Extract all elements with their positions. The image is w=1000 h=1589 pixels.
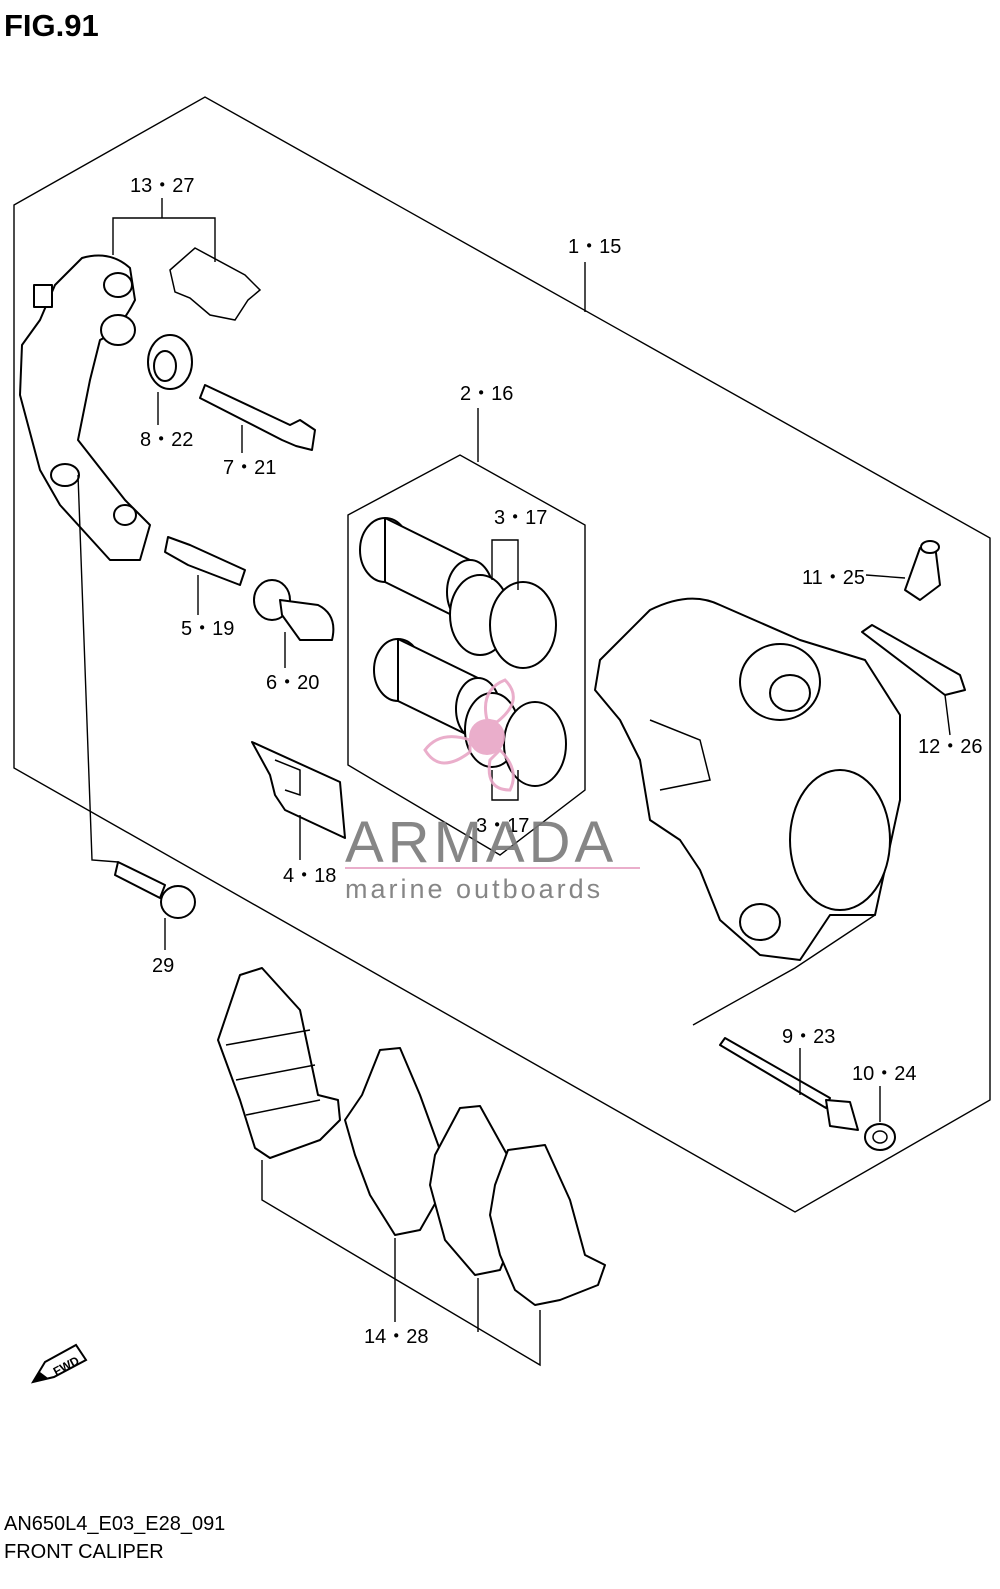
boot-a-part: [253, 579, 335, 641]
callout-boot-b: 8・22: [140, 429, 193, 451]
boot-b-part: [147, 334, 193, 390]
watermark-brand: ARMADA: [345, 810, 617, 875]
upper-piston-part: [359, 517, 557, 669]
leader-lines: [77, 198, 951, 1367]
pad-pin-part: [719, 1037, 859, 1131]
callout-plug: 10・24: [852, 1063, 917, 1085]
callout-cap: 12・26: [918, 736, 983, 758]
piston-set-outline: [347, 454, 586, 856]
propeller-icon: [423, 678, 515, 792]
callout-seal-upper: 3・17: [494, 507, 547, 529]
bleeder-valve-part: [904, 540, 941, 601]
footer-caption: FRONT CALIPER: [4, 1541, 164, 1563]
callout-boot-a: 6・20: [266, 672, 319, 694]
callout-bracket: 13・27: [130, 175, 195, 197]
brake-pads-part: [217, 967, 606, 1306]
callout-piston-set: 2・16: [460, 383, 513, 405]
caliper-body: [594, 597, 901, 961]
callout-pads: 14・28: [364, 1326, 429, 1348]
bracket-bolt-part: [114, 861, 196, 919]
callout-bleeder: 11・25: [802, 567, 865, 589]
callout-pad-pin: 9・23: [782, 1026, 835, 1048]
watermark: ARMADA marine outboards: [345, 678, 640, 904]
pin-a-part: [164, 536, 246, 586]
watermark-tagline: marine outboards: [345, 874, 603, 904]
callout-spring: 4・18: [283, 865, 336, 887]
pad-spring-part: [251, 741, 346, 839]
callout-pin-a: 5・19: [181, 618, 234, 640]
pin-b-part: [199, 384, 316, 451]
caliper-bracket: [19, 254, 151, 561]
callout-pin-b: 7・21: [223, 457, 276, 479]
assembly-outline: [13, 96, 991, 1213]
retainer-clip: [169, 247, 262, 321]
callout-bolt: 29: [152, 955, 174, 977]
callout-seal-lower: 3・17: [476, 815, 529, 837]
callout-assembly: 1・15: [568, 236, 621, 258]
figure-title: FIG.91: [4, 8, 99, 43]
fwd-arrow: FWD: [30, 1343, 88, 1384]
bleeder-cap-part: [861, 624, 966, 696]
pad-pin-plug-part: [864, 1123, 896, 1151]
footer-code: AN650L4_E03_E28_091: [4, 1513, 225, 1535]
